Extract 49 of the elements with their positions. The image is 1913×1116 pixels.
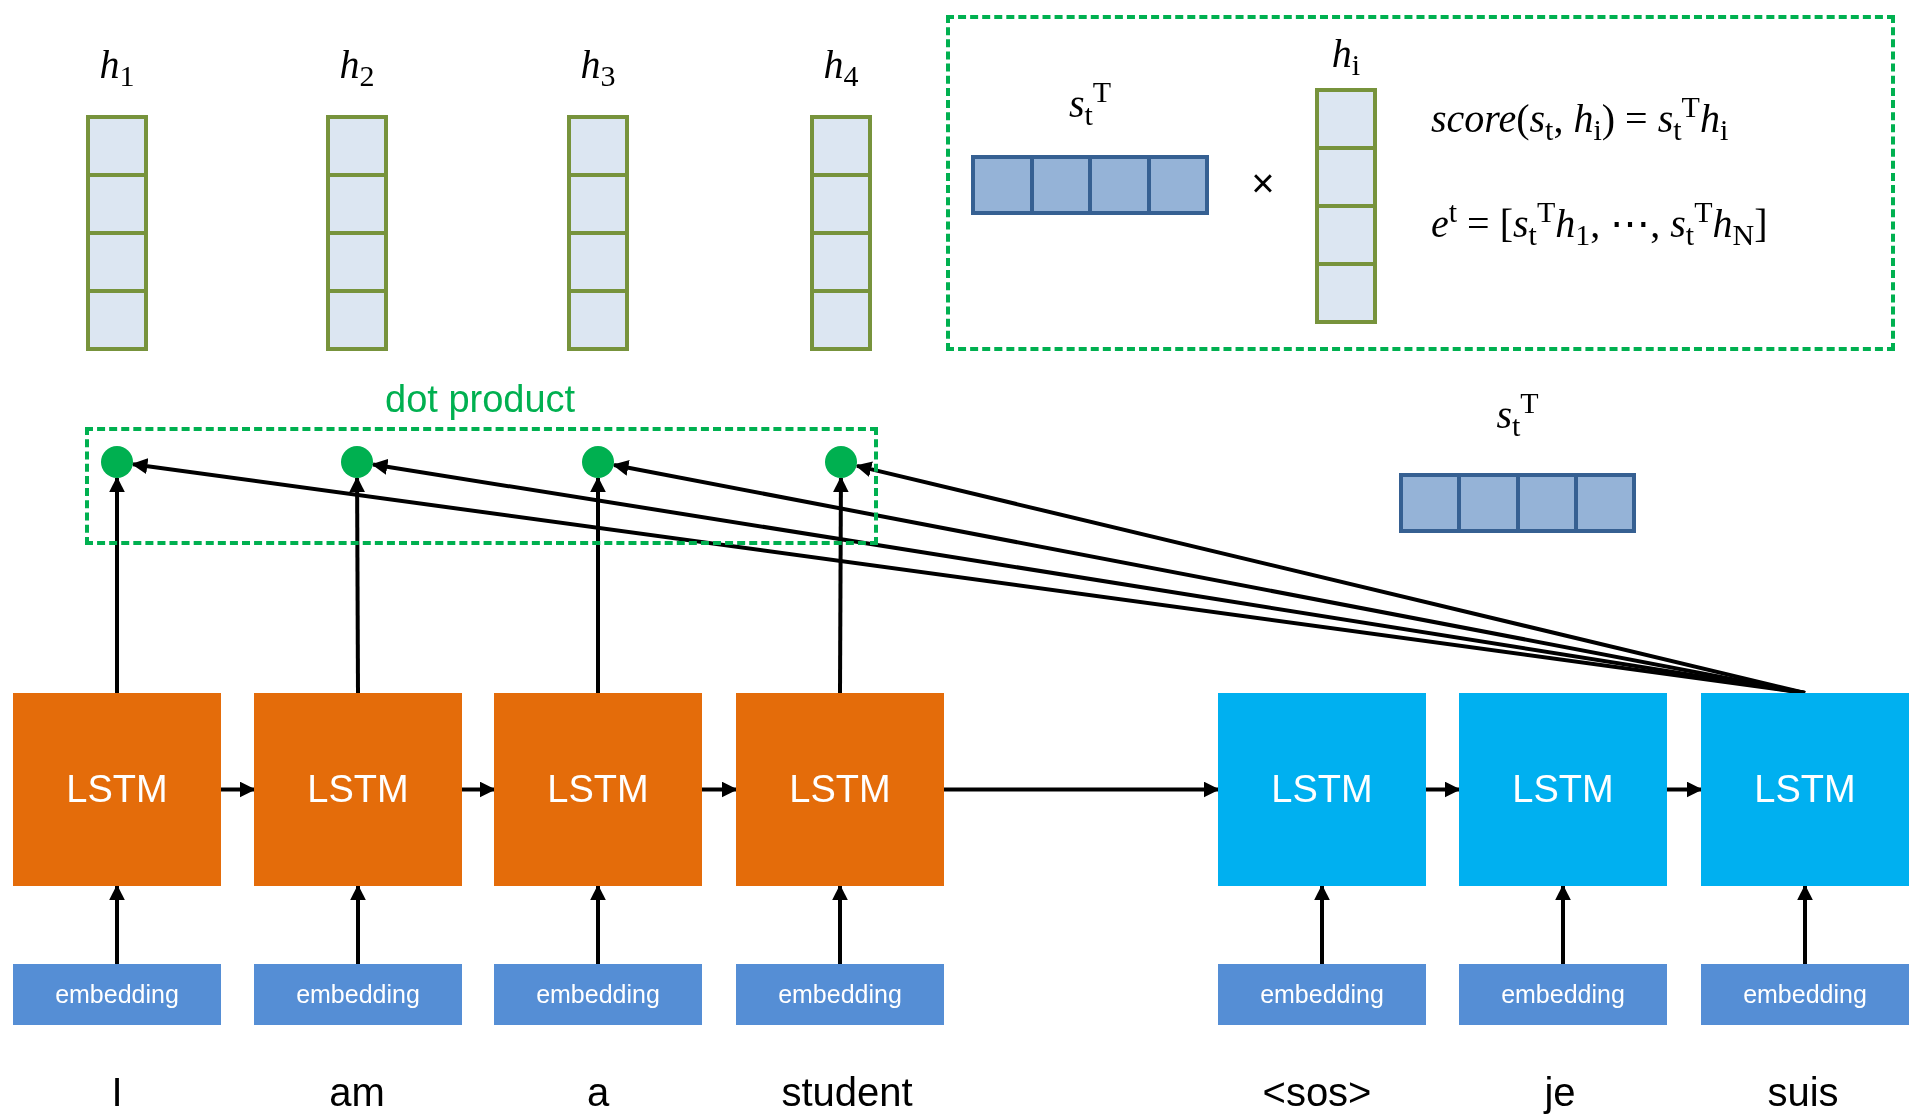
group-label: dot product: [385, 380, 576, 418]
vector-label: h$_{4}$: [823, 45, 859, 85]
lstm-box: LSTM: [1218, 693, 1426, 886]
vector-label: h$_{2}$: [339, 45, 375, 85]
embedding-box: embedding: [736, 964, 944, 1025]
vector-label: h$_{i}$: [1331, 34, 1361, 74]
lstm-box: LSTM: [736, 693, 944, 886]
embedding-box: embedding: [1218, 964, 1426, 1025]
arrow: [1555, 884, 1571, 964]
arrow: [590, 476, 606, 693]
word-token: suis: [1766, 1068, 1840, 1116]
arrow: [1314, 884, 1330, 964]
lstm-box: LSTM: [1459, 693, 1667, 886]
embedding-box: embedding: [1459, 964, 1667, 1025]
word-token: student: [780, 1068, 914, 1116]
embedding-box: embedding: [494, 964, 702, 1025]
arrow: [109, 884, 125, 964]
word-token: <sos>: [1261, 1068, 1373, 1116]
lstm-box: LSTM: [13, 693, 221, 886]
arrow: [1426, 781, 1461, 798]
lstm-box: LSTM: [494, 693, 702, 886]
lstm-box: LSTM: [1701, 693, 1909, 886]
word-token: am: [328, 1068, 386, 1116]
multiply-sign: ×: [1250, 160, 1276, 207]
arrow: [221, 781, 256, 798]
formula: score(s$_{t}$, h$_{i}$) = s$_{t}$$^{T}$h$_{i}$: [1431, 99, 1729, 139]
arrow: [349, 476, 366, 693]
arrow: [832, 884, 848, 964]
embedding-box: embedding: [1701, 964, 1909, 1025]
formula: e$^{t}$ = [s$_{t}$$^{T}$h$_{1}$, ⋯, s$_{t}$$^{T}$h$_{N}$]: [1431, 204, 1768, 244]
arrow: [462, 781, 496, 798]
arrow: [702, 781, 738, 798]
word-token: a: [585, 1068, 611, 1116]
arrow: [832, 476, 849, 693]
vector-label: h$_{1}$: [99, 45, 135, 85]
arrow: [1667, 781, 1703, 798]
embedding-box: embedding: [13, 964, 221, 1025]
word-token: je: [1542, 1068, 1577, 1116]
vector-label: h$_{3}$: [580, 45, 616, 85]
arrow: [1797, 884, 1813, 964]
arrow: [590, 884, 606, 964]
word-token: I: [110, 1068, 124, 1116]
formula-panel: [946, 15, 1895, 351]
embedding-box: embedding: [254, 964, 462, 1025]
arrow: [855, 461, 1806, 695]
arrow: [350, 884, 366, 964]
arrow: [944, 781, 1220, 798]
arrow: [109, 476, 125, 693]
lstm-box: LSTM: [254, 693, 462, 886]
